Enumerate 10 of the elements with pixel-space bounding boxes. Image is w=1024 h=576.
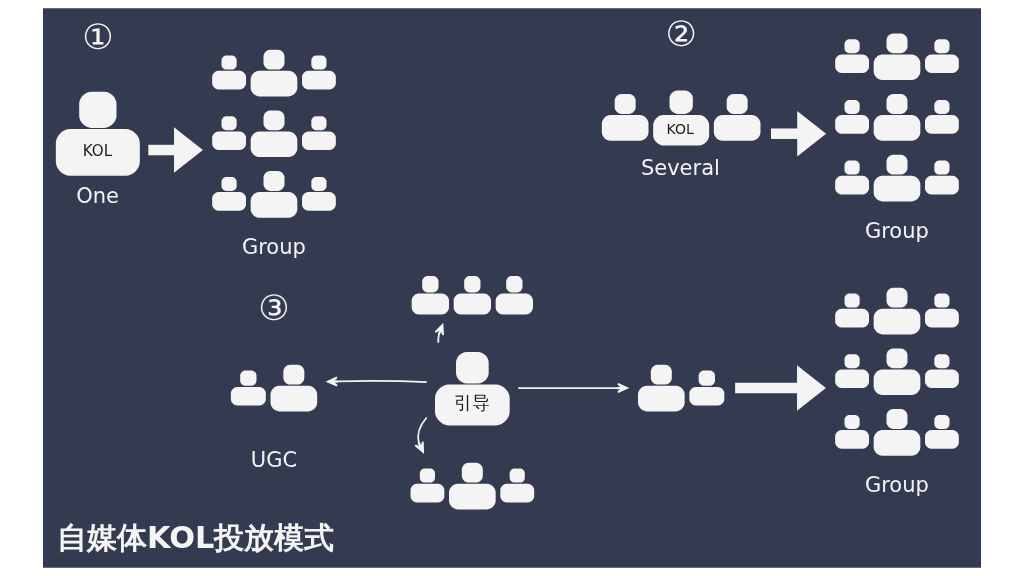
- node-label: Group: [864, 473, 929, 498]
- node-label: Group: [864, 219, 929, 244]
- label: ②: [665, 13, 697, 54]
- node-label: Several: [640, 156, 720, 181]
- label: ①: [82, 17, 114, 58]
- node-label: Group: [241, 235, 306, 260]
- node-label: One: [76, 184, 120, 209]
- label: UGC: [250, 447, 298, 472]
- diagram-title: 自媒体KOL投放模式: [57, 519, 335, 555]
- label: ③: [258, 287, 290, 328]
